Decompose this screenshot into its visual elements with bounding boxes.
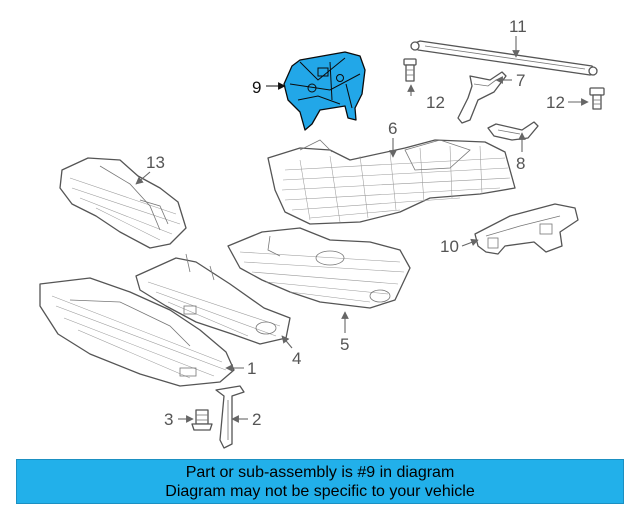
callout-5[interactable]: 5 (340, 335, 349, 354)
info-banner: Part or sub-assembly is #9 in diagram Di… (16, 459, 624, 504)
callout-9[interactable]: 9 (252, 78, 261, 97)
part-11-strut-rod[interactable] (410, 40, 598, 76)
part-6-underbody-shield[interactable] (267, 139, 516, 225)
callout-1[interactable]: 1 (247, 359, 256, 378)
callout-7[interactable]: 7 (516, 71, 525, 90)
callout-labels: 11 12 7 12 9 6 8 13 10 5 4 1 2 3 (146, 17, 565, 429)
leader-lines (135, 36, 589, 423)
callout-11[interactable]: 11 (509, 17, 527, 36)
part-13-side-shield[interactable] (59, 157, 187, 249)
callout-4[interactable]: 4 (292, 349, 301, 368)
callout-6[interactable]: 6 (388, 119, 397, 138)
callout-8[interactable]: 8 (516, 154, 525, 173)
part-10-crossmember[interactable] (474, 203, 579, 255)
part-3-bolt[interactable] (191, 409, 213, 431)
part-5-middle-panel[interactable] (227, 227, 411, 309)
part-8-bracket[interactable] (487, 121, 539, 141)
banner-line-2: Diagram may not be specific to your vehi… (165, 482, 475, 500)
parts-diagram: 11 12 7 12 9 6 8 13 10 5 4 1 2 3 (39, 17, 605, 449)
part-12-bolt-right[interactable] (589, 87, 605, 110)
banner-line-1: Part or sub-assembly is #9 in diagram (185, 463, 455, 481)
callout-12-right[interactable]: 12 (546, 93, 565, 112)
part-7-bracket[interactable] (457, 71, 507, 124)
part-9-assembly-highlighted[interactable] (283, 51, 366, 131)
part-12-bolt-left[interactable] (403, 58, 417, 82)
callout-3[interactable]: 3 (164, 410, 173, 429)
callout-10[interactable]: 10 (440, 237, 459, 256)
part-1-front-panel[interactable] (39, 277, 235, 387)
callout-13[interactable]: 13 (146, 153, 165, 172)
callout-2[interactable]: 2 (252, 410, 261, 429)
callout-12-left[interactable]: 12 (426, 93, 445, 112)
part-2-bracket[interactable] (215, 385, 245, 449)
